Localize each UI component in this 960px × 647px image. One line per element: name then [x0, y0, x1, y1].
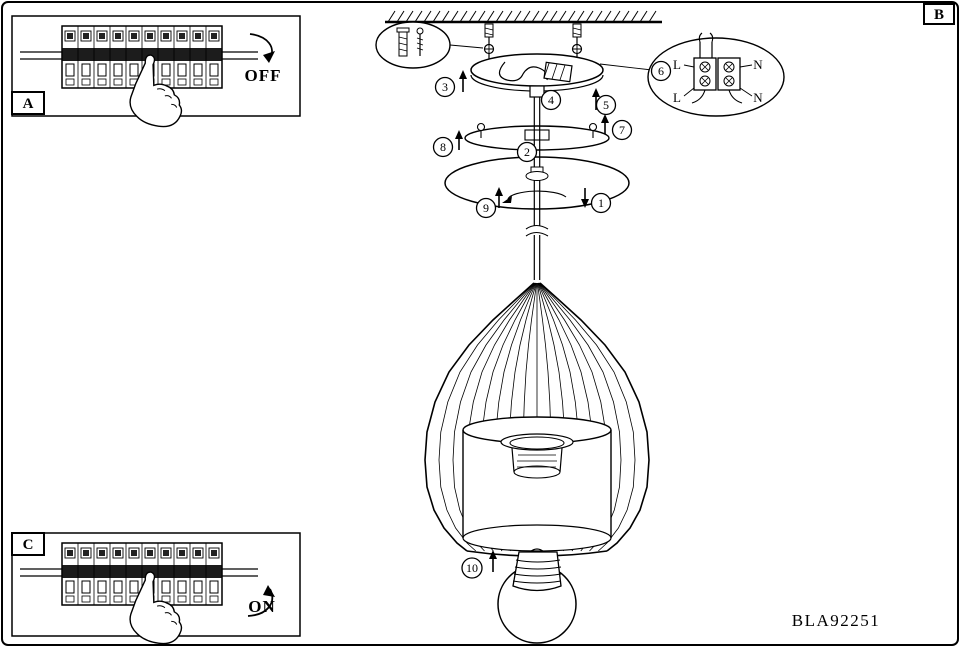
hatch-line: [414, 10, 423, 23]
hatch-line: [450, 10, 459, 23]
terminal-label-n-bottom: N: [753, 90, 763, 105]
canopy-wires: [498, 61, 548, 82]
strain-relief: [529, 85, 545, 98]
hatch-line: [630, 10, 639, 23]
step-marker-3: 3: [434, 76, 456, 98]
hatch-line: [567, 10, 576, 23]
hatch-line: [387, 10, 396, 23]
hatch-line: [648, 10, 657, 23]
cage-wire: [539, 282, 650, 552]
leader-line: [599, 63, 653, 71]
hatch-line: [495, 10, 504, 23]
hatch-line: [513, 10, 522, 23]
step-number: 4: [548, 93, 554, 107]
inset-breaker-off: OFF: [11, 15, 301, 132]
rod-break-symbol: [525, 224, 549, 237]
hatch-line: [612, 10, 621, 23]
label-b-text: B: [934, 7, 944, 23]
inner-diffuser: [462, 416, 612, 552]
hatch-line: [594, 10, 603, 23]
canopy-terminal-block: [543, 61, 573, 83]
mounting-bracket: [464, 122, 610, 151]
step-number: 3: [442, 80, 448, 94]
step-number: 10: [466, 561, 478, 575]
hatch-line: [549, 10, 558, 23]
off-label: OFF: [245, 66, 282, 85]
hatch-line: [486, 10, 495, 23]
step-number: 7: [619, 123, 625, 137]
step-marker-2: 2: [516, 141, 538, 163]
on-label: ON: [248, 597, 276, 616]
step-number: 9: [483, 201, 489, 215]
label-c-text: C: [23, 537, 34, 553]
cage-wire: [539, 282, 636, 552]
hatch-line: [504, 10, 513, 23]
hatch-line: [603, 10, 612, 23]
step-marker-7: 7: [611, 119, 633, 141]
hatch-line: [531, 10, 540, 23]
hatch-line: [639, 10, 648, 23]
step-marker-8: 8: [432, 136, 454, 158]
hatch-line: [468, 10, 477, 23]
label-a-text: A: [23, 96, 34, 112]
bulb-cap: [512, 551, 562, 592]
terminal-label-l-bottom: L: [673, 90, 681, 105]
hatch-line: [459, 10, 468, 23]
lamp-socket: [500, 433, 574, 479]
hatch-line: [477, 10, 486, 23]
hatch-line: [441, 10, 450, 23]
step-marker-5: 5: [595, 94, 617, 116]
cage-wire: [424, 282, 535, 552]
hatch-line: [585, 10, 594, 23]
hatch-line: [576, 10, 585, 23]
hatch-line: [558, 10, 567, 23]
hatch-line: [540, 10, 549, 23]
suspension-rod: [502, 97, 567, 280]
hatch-line: [423, 10, 432, 23]
step-number: 2: [524, 145, 530, 159]
ceiling-rose: [444, 156, 630, 210]
step-marker-9: 9: [475, 197, 497, 219]
step-marker-10: 10: [461, 557, 483, 579]
step-number: 5: [603, 98, 609, 112]
rotation-arrow: [507, 190, 567, 200]
inset-breaker-on: ON: [11, 532, 301, 647]
panel-label-a: A: [11, 91, 45, 115]
cage-wire: [438, 282, 535, 552]
product-code: BLA92251: [792, 611, 881, 630]
hatch-line: [396, 10, 405, 23]
detail-wall-plug: [375, 21, 484, 69]
hatch-line: [405, 10, 414, 23]
detail-terminal-block: L N L N: [647, 32, 785, 117]
terminal-label-l-top: L: [673, 57, 681, 72]
hatch-line: [522, 10, 531, 23]
supply-wires: [20, 568, 258, 577]
canopy: [470, 53, 653, 98]
step-number: 6: [658, 64, 664, 78]
step-markers: 3 4 5 6 7 8 2 9 1 10: [432, 60, 672, 579]
light-bulb: [497, 548, 577, 644]
step-arrows: [455, 70, 609, 572]
step-number: 1: [598, 196, 604, 210]
panel-label-c: C: [11, 532, 45, 556]
step-marker-1: 1: [590, 192, 612, 214]
step-number: 8: [440, 140, 446, 154]
leader-line: [449, 44, 484, 49]
terminal-label-n-top: N: [753, 57, 763, 72]
hatch-line: [432, 10, 441, 23]
ceiling-screws: [483, 23, 583, 60]
panel-label-b: B: [923, 3, 955, 25]
supply-wires: [20, 51, 258, 60]
step-marker-6: 6: [650, 60, 672, 82]
ceiling-hatch: [385, 10, 662, 24]
step-marker-4: 4: [540, 89, 562, 111]
hatch-line: [621, 10, 630, 23]
